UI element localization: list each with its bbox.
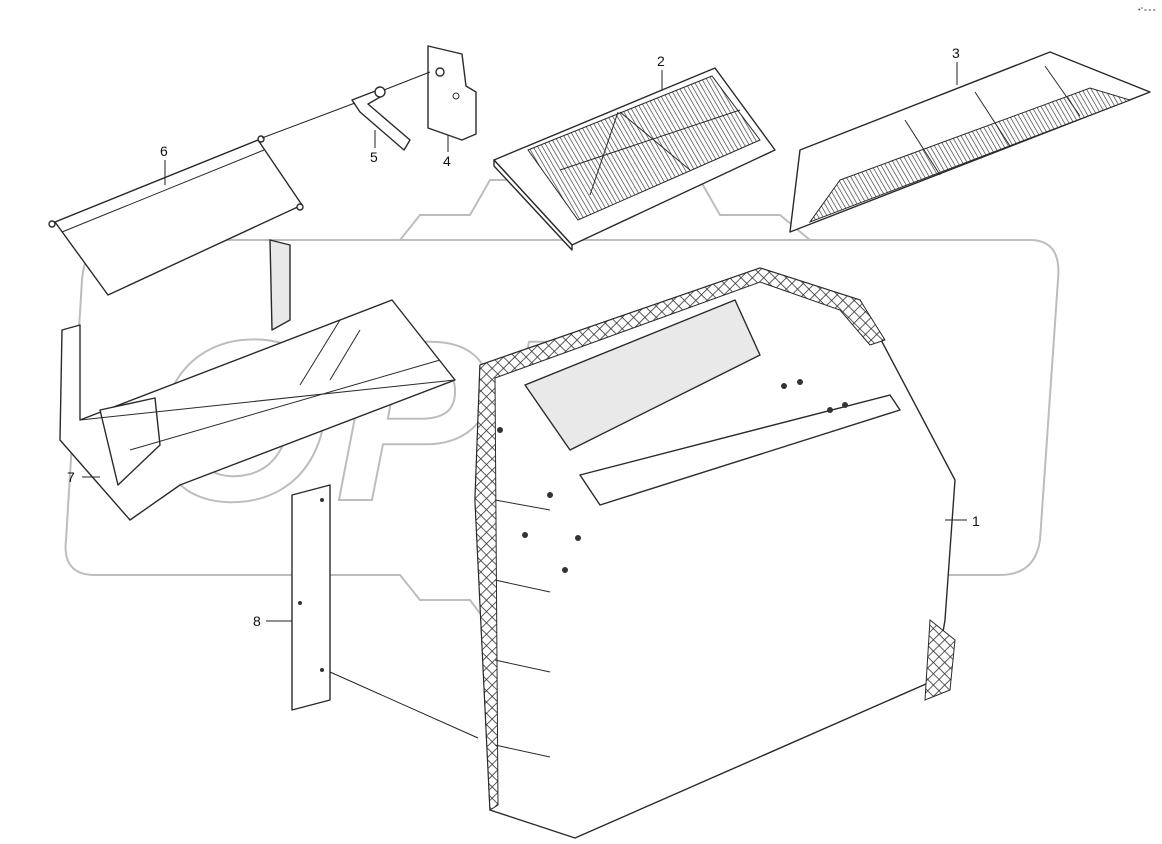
- callout-4: 4: [443, 153, 451, 169]
- part-7-tray: [59, 239, 456, 521]
- part-8-strip: [291, 484, 331, 711]
- callout-3: 3: [952, 45, 960, 61]
- callout-labels: 1 2 3 4 5 6 7 8: [67, 45, 980, 629]
- part-2-filter: [493, 67, 776, 251]
- part-5-handle: [351, 86, 411, 151]
- callout-1: 1: [972, 513, 980, 529]
- part-4-bracket: [427, 45, 477, 141]
- part-3-grille: [789, 51, 1151, 233]
- callout-leaders: [82, 62, 967, 622]
- callout-5: 5: [370, 149, 378, 165]
- connection-lines: [261, 71, 479, 739]
- callout-2: 2: [657, 53, 665, 69]
- corner-mark: •°∘∘∘: [1138, 6, 1156, 14]
- callout-6: 6: [160, 143, 168, 159]
- callout-8: 8: [253, 613, 261, 629]
- callout-7: 7: [67, 469, 75, 485]
- part-6-flap: [48, 135, 304, 296]
- part-1-housing: [474, 267, 956, 839]
